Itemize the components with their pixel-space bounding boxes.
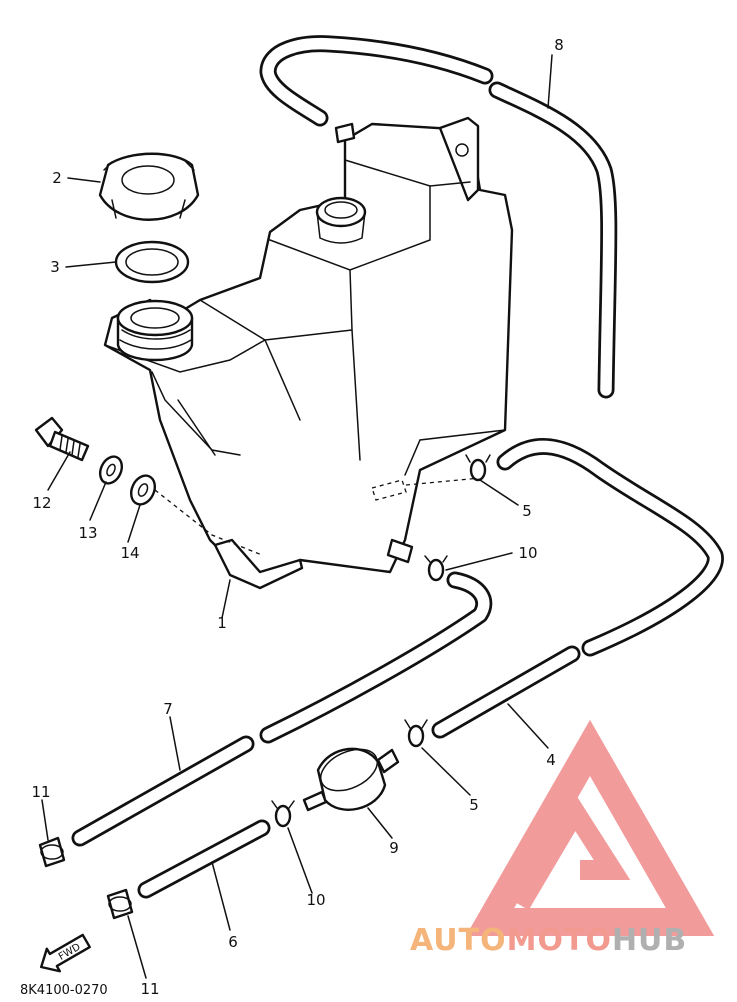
inline-filter	[302, 747, 400, 812]
callout-label-10-upper: 10	[518, 544, 537, 562]
callout-label-9: 9	[389, 839, 399, 857]
forward-direction-arrow-icon: FWD	[40, 933, 91, 973]
mounting-bolt	[34, 416, 90, 462]
callout-label-11-upper: 11	[31, 783, 50, 801]
hose-clip-5-lower	[404, 719, 428, 748]
callout-label-6: 6	[228, 933, 238, 951]
callout-label-14: 14	[120, 544, 139, 562]
watermark-brand-text: AUTOMOTOHUB	[410, 923, 687, 958]
diagram-reference-code: 8K4100-0270	[20, 983, 108, 998]
reservoir-tank	[103, 116, 514, 590]
callout-label-12: 12	[32, 494, 51, 512]
callout-label-8: 8	[554, 36, 564, 54]
callout-label-11-lower: 11	[140, 980, 159, 998]
callout-label-5-upper: 5	[522, 502, 532, 520]
hose-clamp-11-upper	[38, 836, 66, 868]
return-hose-upper	[496, 437, 724, 657]
reservoir-cap	[98, 152, 200, 221]
breather-hose	[259, 35, 618, 399]
callout-label-4: 4	[546, 751, 556, 769]
callout-label-10-lower: 10	[306, 891, 325, 909]
hose-4	[431, 645, 581, 739]
callout-label-5-lower: 5	[469, 796, 479, 814]
hose-clip-10-upper	[424, 555, 448, 582]
callout-label-3: 3	[50, 258, 60, 276]
hose-clip-5-upper	[465, 454, 491, 482]
callout-label-7: 7	[163, 700, 173, 718]
hose-clip-10-lower	[271, 800, 295, 828]
hose-6	[137, 819, 271, 899]
callout-labels: 1 2 3 4 5 5 6 7 8 9 10 10 11 11 12 13 14	[31, 36, 563, 998]
watermark-brand-part2: MOTO	[507, 923, 612, 958]
cap-gasket	[114, 240, 190, 284]
hose-clamp-11-lower	[106, 888, 134, 920]
flat-washer	[129, 474, 157, 506]
callout-label-13: 13	[78, 524, 97, 542]
watermark-brand-part1: AUTO	[410, 923, 507, 958]
leader-lines	[41, 54, 553, 979]
hose-7	[71, 735, 255, 847]
supply-hose-upper	[259, 571, 493, 744]
watermark-brand-part3: HUB	[612, 923, 687, 958]
callout-label-2: 2	[52, 169, 62, 187]
spring-washer	[98, 455, 124, 485]
watermark-logo-icon	[465, 719, 715, 936]
callout-label-1: 1	[217, 614, 227, 632]
